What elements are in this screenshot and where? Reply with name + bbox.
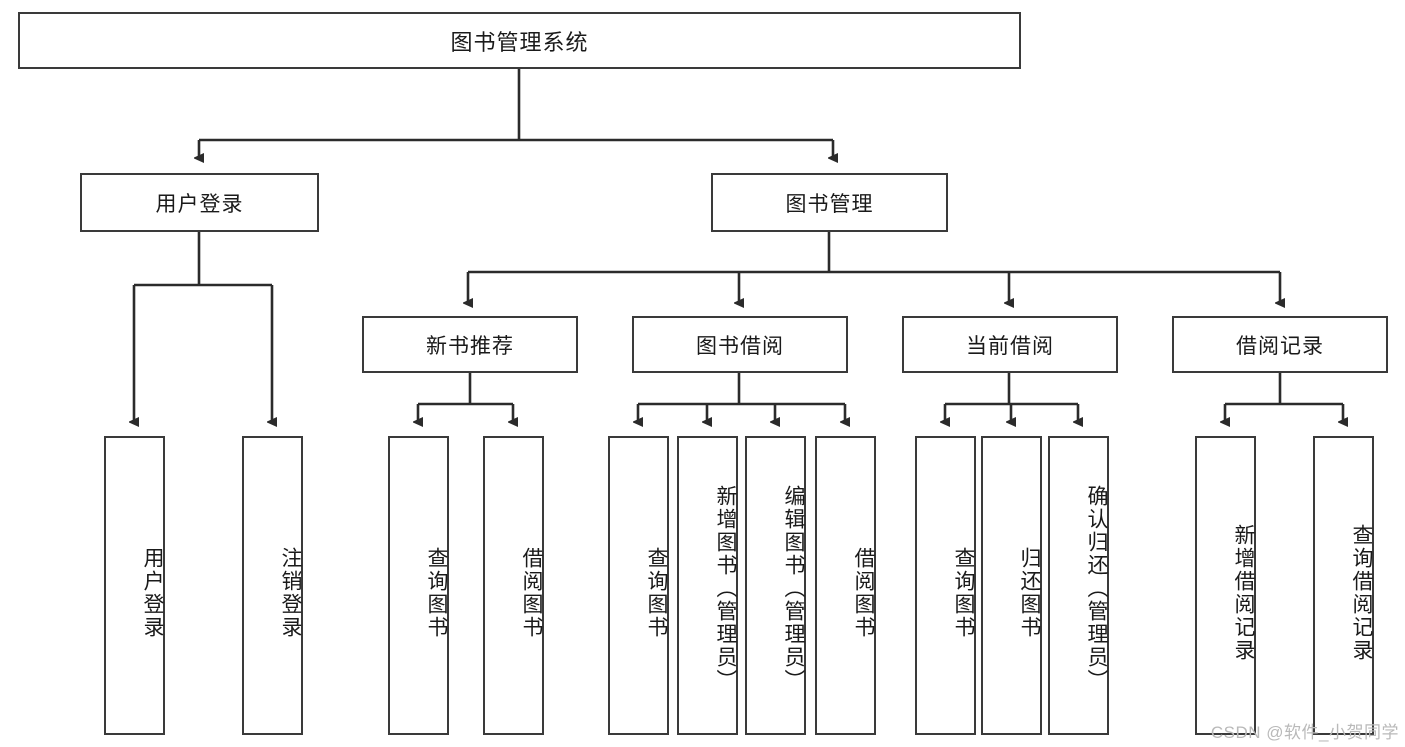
node-root-system[interactable]: 图书管理系统 — [18, 12, 1021, 69]
node-leaf-edit-book-label: 编辑图书（管理员） — [782, 485, 805, 692]
node-leaf-borrow-book-2[interactable]: 借阅图书 — [815, 436, 876, 735]
node-book-borrow[interactable]: 图书借阅 — [632, 316, 848, 373]
node-leaf-confirm-return[interactable]: 确认归还（管理员） — [1048, 436, 1109, 735]
node-leaf-return-book-label: 归还图书 — [1018, 546, 1041, 639]
node-leaf-query-book-1-label: 查询图书 — [425, 546, 448, 639]
node-current-borrow-label: 当前借阅 — [966, 334, 1054, 358]
node-leaf-borrow-book-2-label: 借阅图书 — [852, 546, 875, 639]
node-leaf-query-record-label: 查询借阅记录 — [1350, 523, 1373, 662]
node-current-borrow[interactable]: 当前借阅 — [902, 316, 1118, 373]
node-leaf-edit-book[interactable]: 编辑图书（管理员） — [745, 436, 806, 735]
node-leaf-query-book-2-label: 查询图书 — [645, 546, 668, 639]
node-leaf-query-book-3-label: 查询图书 — [952, 546, 975, 639]
node-leaf-user-logout-label: 注销登录 — [279, 546, 302, 639]
node-book-manage[interactable]: 图书管理 — [711, 173, 948, 232]
node-book-manage-label: 图书管理 — [785, 192, 874, 216]
csdn-watermark: CSDN @软件_小贺同学 — [1210, 723, 1399, 742]
node-user-login-label: 用户登录 — [155, 192, 244, 216]
node-leaf-add-record-label: 新增借阅记录 — [1232, 523, 1255, 662]
node-leaf-user-login-label: 用户登录 — [141, 546, 164, 639]
node-new-book-recommend[interactable]: 新书推荐 — [362, 316, 578, 373]
node-book-borrow-label: 图书借阅 — [696, 334, 784, 358]
node-root-system-label: 图书管理系统 — [450, 29, 589, 55]
node-leaf-add-record[interactable]: 新增借阅记录 — [1195, 436, 1256, 735]
node-leaf-confirm-return-label: 确认归还（管理员） — [1085, 485, 1108, 692]
node-leaf-add-book[interactable]: 新增图书（管理员） — [677, 436, 738, 735]
node-leaf-add-book-label: 新增图书（管理员） — [714, 485, 737, 692]
node-user-login[interactable]: 用户登录 — [80, 173, 319, 232]
node-borrow-record-label: 借阅记录 — [1236, 334, 1324, 358]
node-new-book-recommend-label: 新书推荐 — [426, 334, 514, 358]
node-leaf-user-login[interactable]: 用户登录 — [104, 436, 165, 735]
node-leaf-borrow-book-1[interactable]: 借阅图书 — [483, 436, 544, 735]
node-leaf-borrow-book-1-label: 借阅图书 — [520, 546, 543, 639]
node-leaf-query-book-2[interactable]: 查询图书 — [608, 436, 669, 735]
node-leaf-query-record[interactable]: 查询借阅记录 — [1313, 436, 1374, 735]
node-leaf-return-book[interactable]: 归还图书 — [981, 436, 1042, 735]
node-leaf-query-book-1[interactable]: 查询图书 — [388, 436, 449, 735]
node-borrow-record[interactable]: 借阅记录 — [1172, 316, 1388, 373]
node-leaf-user-logout[interactable]: 注销登录 — [242, 436, 303, 735]
node-leaf-query-book-3[interactable]: 查询图书 — [915, 436, 976, 735]
